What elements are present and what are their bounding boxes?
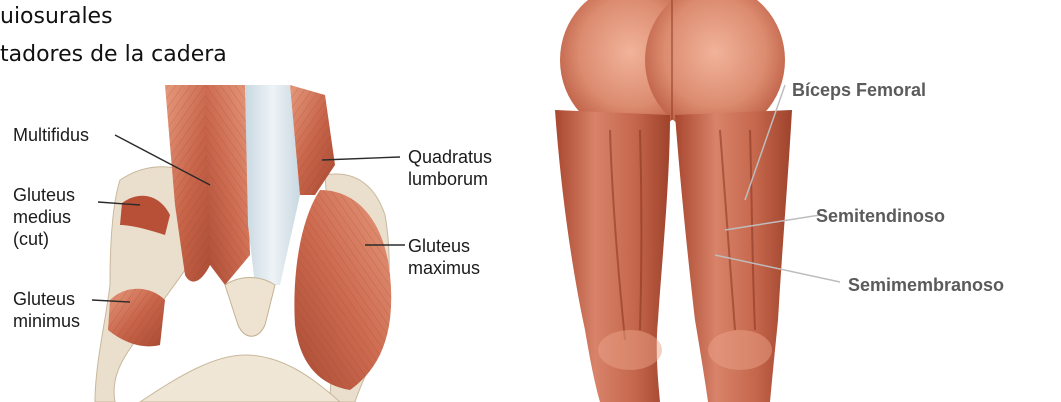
label-gluteus-medius-line3: (cut) xyxy=(13,228,49,250)
label-semimembranoso: Semimembranoso xyxy=(848,275,1004,296)
label-gluteus-medius-line1: Gluteus xyxy=(13,184,75,206)
posterior-thigh-drawing xyxy=(530,0,1061,402)
label-gluteus-minimus-line2: minimus xyxy=(13,310,80,332)
label-quadratus-line1: Quadratus xyxy=(408,146,492,168)
header-line-1: uiosurales xyxy=(0,2,113,32)
thoracolumbar-fascia xyxy=(245,85,300,285)
label-biceps-femoral: Bíceps Femoral xyxy=(792,80,926,101)
label-gluteus-maximus-line2: maximus xyxy=(408,257,480,279)
label-gluteus-minimus-line1: Gluteus xyxy=(13,288,75,310)
label-quadratus-line2: lumborum xyxy=(408,168,488,190)
label-gluteus-medius-line2: medius xyxy=(13,206,71,228)
posterior-thigh-muscle-illustration: Bíceps Femoral Semitendinoso Semimembran… xyxy=(530,0,1061,402)
label-semitendinoso: Semitendinoso xyxy=(816,206,945,227)
sacrum-bone xyxy=(225,278,275,337)
lumbar-pelvis-muscle-illustration: Multifidus Quadratus lumborum Gluteus me… xyxy=(0,85,520,402)
label-gluteus-maximus-line1: Gluteus xyxy=(408,235,470,257)
header-text: uiosurales tadores de la cadera xyxy=(0,0,330,80)
label-multifidus: Multifidus xyxy=(13,124,89,146)
header-line-2: tadores de la cadera xyxy=(0,40,227,70)
